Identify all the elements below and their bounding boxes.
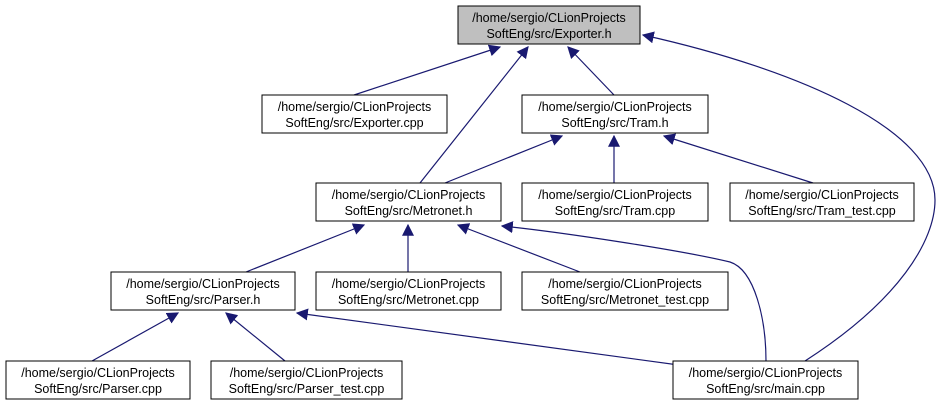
node-box: [729, 182, 915, 222]
edge-parser_h-to-metronet_h: [245, 223, 366, 273]
node-tram_h[interactable]: /home/sergio/CLionProjectsSoftEng/src/Tr…: [521, 94, 709, 134]
node-file-line: SoftEng/src/Tram.cpp: [555, 204, 675, 218]
node-parser_test[interactable]: /home/sergio/CLionProjectsSoftEng/src/Pa…: [210, 360, 403, 400]
node-file-line: SoftEng/src/Metronet.cpp: [338, 293, 479, 307]
node-box: [110, 271, 296, 311]
node-box: [521, 182, 709, 222]
node-file-line: SoftEng/src/Tram_test.cpp: [748, 204, 896, 218]
edge-parser_cpp-to-parser_h: [91, 312, 180, 362]
edge-main_cpp-to-parser_h: [295, 308, 687, 367]
node-file-line: SoftEng/src/Tram.h: [561, 116, 668, 130]
node-box: [521, 94, 709, 134]
node-path-line: /home/sergio/CLionProjects: [332, 277, 486, 291]
node-path-line: /home/sergio/CLionProjects: [538, 100, 692, 114]
node-path-line: /home/sergio/CLionProjects: [21, 366, 175, 380]
edge-metronet_test-to-metronet_h: [456, 223, 581, 273]
node-box: [315, 182, 502, 222]
node-file-line: SoftEng/src/main.cpp: [706, 382, 825, 396]
node-path-line: /home/sergio/CLionProjects: [689, 366, 843, 380]
node-file-line: SoftEng/src/Exporter.cpp: [285, 116, 423, 130]
node-file-line: SoftEng/src/Metronet_test.cpp: [541, 293, 709, 307]
node-metronet_h[interactable]: /home/sergio/CLionProjectsSoftEng/src/Me…: [315, 182, 502, 222]
node-box: [521, 271, 729, 311]
edge-main_cpp-to-metronet_h: [500, 221, 767, 362]
node-box: [315, 271, 502, 311]
edge-tram_test-to-tram_h: [662, 133, 814, 184]
node-main_cpp[interactable]: /home/sergio/CLionProjectsSoftEng/src/ma…: [672, 360, 859, 400]
node-parser_h[interactable]: /home/sergio/CLionProjectsSoftEng/src/Pa…: [110, 271, 296, 311]
node-path-line: /home/sergio/CLionProjects: [745, 188, 899, 202]
node-tram_test[interactable]: /home/sergio/CLionProjectsSoftEng/src/Tr…: [729, 182, 915, 222]
node-exporter_h[interactable]: /home/sergio/CLionProjectsSoftEng/src/Ex…: [457, 5, 641, 45]
node-box: [210, 360, 403, 400]
edge-tram_h-to-exporter_h: [567, 46, 615, 96]
edge-main_cpp-to-exporter_h: [641, 31, 936, 362]
nodes-layer: /home/sergio/CLionProjectsSoftEng/src/Ex…: [5, 5, 915, 400]
node-tram_cpp[interactable]: /home/sergio/CLionProjectsSoftEng/src/Tr…: [521, 182, 709, 222]
node-path-line: /home/sergio/CLionProjects: [538, 188, 692, 202]
edge-exporter_cpp-to-exporter_h: [353, 44, 502, 96]
edge-parser_test-to-parser_h: [225, 312, 286, 362]
node-path-line: /home/sergio/CLionProjects: [278, 100, 432, 114]
node-file-line: SoftEng/src/Parser.h: [146, 293, 261, 307]
node-path-line: /home/sergio/CLionProjects: [548, 277, 702, 291]
node-path-line: /home/sergio/CLionProjects: [472, 11, 626, 25]
node-box: [672, 360, 859, 400]
node-file-line: SoftEng/src/Parser_test.cpp: [229, 382, 385, 396]
node-file-line: SoftEng/src/Metronet.h: [345, 204, 473, 218]
node-box: [457, 5, 641, 45]
node-metronet_test[interactable]: /home/sergio/CLionProjectsSoftEng/src/Me…: [521, 271, 729, 311]
node-metronet_cpp[interactable]: /home/sergio/CLionProjectsSoftEng/src/Me…: [315, 271, 502, 311]
node-exporter_cpp[interactable]: /home/sergio/CLionProjectsSoftEng/src/Ex…: [261, 94, 448, 134]
node-path-line: /home/sergio/CLionProjects: [230, 366, 384, 380]
node-file-line: SoftEng/src/Parser.cpp: [34, 382, 162, 396]
edges-layer: [91, 31, 936, 367]
node-parser_cpp[interactable]: /home/sergio/CLionProjectsSoftEng/src/Pa…: [5, 360, 191, 400]
node-path-line: /home/sergio/CLionProjects: [332, 188, 486, 202]
edge-metronet_h-to-exporter_h: [419, 46, 529, 184]
edge-metronet_h-to-tram_h: [444, 134, 564, 184]
node-path-line: /home/sergio/CLionProjects: [126, 277, 280, 291]
node-box: [5, 360, 191, 400]
node-file-line: SoftEng/src/Exporter.h: [486, 27, 611, 41]
node-box: [261, 94, 448, 134]
